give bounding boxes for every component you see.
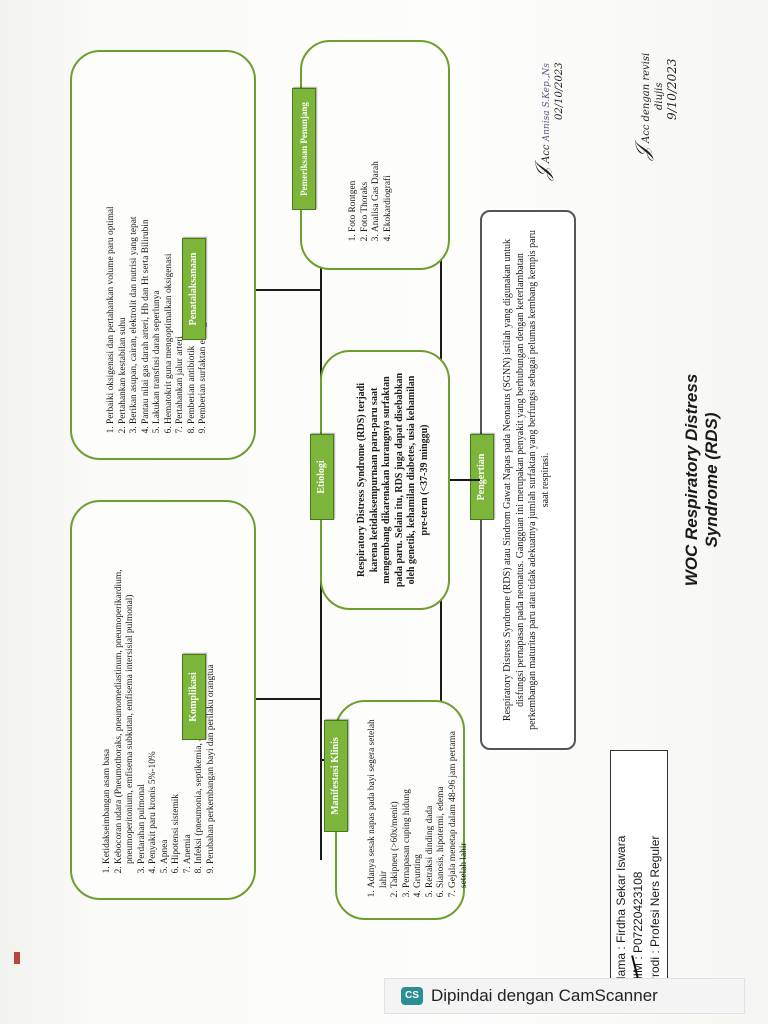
signature-note-2: 𝒥 Acc Annisa S.Kep.,Ns 02/10/2023 (530, 62, 565, 180)
list-item: Berikan asupan, cairan, elektrolit dan n… (129, 66, 141, 424)
list-item: Foto Rontgen (348, 54, 360, 232)
penatalaksanaan-box: Perbaiki oksigenasi dan pertahankan volu… (70, 50, 256, 460)
list-item: Grunting (413, 714, 425, 888)
list-item: Apnea (160, 516, 172, 864)
etiologi-heading: Etiologi (310, 434, 334, 520)
list-item: Takipneu (>60x/menit) (390, 714, 402, 888)
list-item: Adanya sesak napas pada bayi segera sete… (367, 714, 390, 888)
pemeriksaan-box: Foto Rontgen Foto Thoraks Analisa Gas Da… (300, 40, 450, 270)
list-item: Pantau nilai gas darah arteri, Hb dan Ht… (141, 66, 153, 424)
manifestasi-heading: Manifestasi Klinis (324, 720, 348, 832)
list-item: Perubahan perkembangan bayi dan perilaku… (206, 516, 218, 864)
list-item: Retraksi dinding dada (425, 714, 437, 888)
manifestasi-list: Adanya sesak napas pada bayi segera sete… (367, 714, 471, 904)
pemeriksaan-heading: Pemeriksaan Penunjang (292, 88, 316, 210)
pengertian-heading: Pengertian (470, 434, 494, 520)
list-item: Hematokrit guna mengoptimalkan oksigenas… (164, 66, 176, 424)
komplikasi-heading: Komplikasi (182, 654, 206, 740)
pengertian-box: Respiratory Distress Syndrome (RDS) atau… (480, 210, 576, 750)
list-item: Perbaiki oksigenasi dan pertahankan volu… (106, 66, 118, 424)
student-prodi: Prodi : Profesi Ners Reguler (648, 835, 662, 985)
list-item: Pernapasan cuping hidung (402, 714, 414, 888)
etiologi-text: Respiratory Distress Syndrome (RDS) terj… (356, 372, 430, 588)
list-item: Ekokardiografi (383, 54, 395, 232)
list-item: Kebocoran udara (Pneumothoraks, pneumome… (114, 516, 137, 864)
student-nim: NIM : P07220423108 (631, 871, 645, 985)
title-line-2: Syndrome (RDS) (702, 412, 721, 548)
document-title: WOC Respiratory Distress Syndrome (RDS) (682, 0, 722, 980)
camscanner-icon: CS (401, 987, 423, 1005)
list-item: Foto Thoraks (360, 54, 372, 232)
camscanner-footer: CS Dipindai dengan CamScanner (384, 978, 745, 1014)
list-item: Perdarahan pulmonal (137, 516, 149, 864)
manifestasi-box: Adanya sesak napas pada bayi segera sete… (335, 700, 469, 920)
list-item: Lakukan transfusi darah seperlunya (152, 66, 164, 424)
scan-edge-mark (14, 952, 20, 964)
student-name: Nama : Firdha Sekar Iswara (614, 835, 628, 985)
list-item: Analisa Gas Darah (371, 54, 383, 232)
woc-sheet: Nama : Firdha Sekar Iswara NIM : P072204… (10, 0, 730, 990)
list-item: Sianosis, hipotermi, edema (436, 714, 448, 888)
title-line-1: WOC Respiratory Distress (682, 373, 701, 587)
list-item: Gejala menetap dalam 48-96 jam pertama s… (448, 714, 471, 888)
list-item: Hipotensi sistemik (171, 516, 183, 864)
pengertian-text: Respiratory Distress Syndrome (RDS) atau… (502, 230, 551, 730)
list-item: Ketidakseimbangan asam basa (102, 516, 114, 864)
list-item: Penyakit paru kronis 5%-10% (148, 516, 160, 864)
student-info-box: Nama : Firdha Sekar Iswara NIM : P072204… (610, 750, 668, 990)
etiologi-box: Respiratory Distress Syndrome (RDS) terj… (320, 350, 450, 610)
komplikasi-box: Ketidakseimbangan asam basa Kebocoran ud… (70, 500, 256, 900)
penatalaksanaan-heading: Penatalaksanaan (182, 238, 206, 340)
pemeriksaan-list: Foto Rontgen Foto Thoraks Analisa Gas Da… (348, 54, 394, 248)
list-item: Pertahankan kestabilan suhu (118, 66, 130, 424)
camscanner-text: Dipindai dengan CamScanner (431, 986, 658, 1005)
signature-note-1: 𝒥 Acc dengan revisi diujis 9/10/2023 (630, 52, 679, 160)
